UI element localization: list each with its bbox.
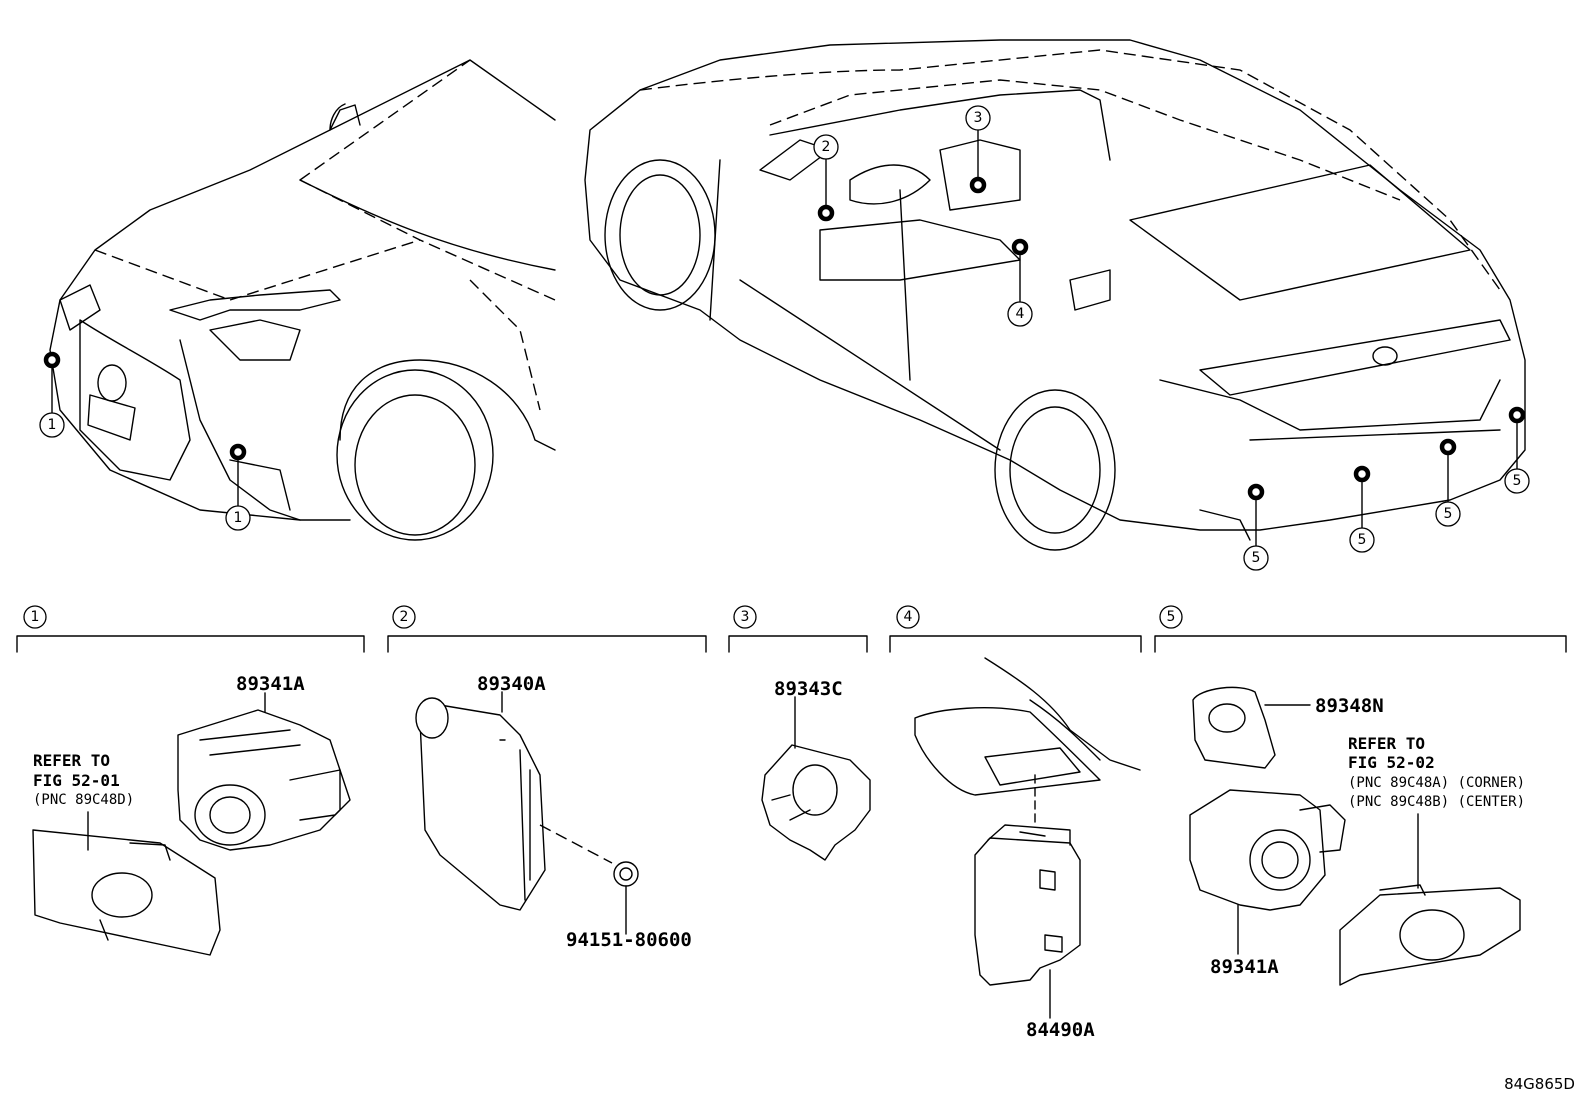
- clip-94151-80600: [613, 861, 639, 887]
- switch-89343C: [761, 744, 871, 861]
- callout-5c: 5: [1435, 501, 1461, 527]
- callout-5d: 5: [1504, 468, 1530, 494]
- svg-text:3: 3: [741, 609, 750, 625]
- location-marker-1b: [229, 443, 247, 461]
- location-marker-5b: [1353, 465, 1371, 483]
- svg-text:2: 2: [822, 139, 831, 155]
- callout-5b: 5: [1349, 527, 1375, 553]
- svg-text:2: 2: [400, 609, 409, 625]
- console-panel-4: [914, 657, 1141, 796]
- svg-text:4: 4: [904, 609, 913, 625]
- location-marker-1a: [43, 351, 61, 369]
- svg-text:4: 4: [1016, 306, 1025, 322]
- callout-5a: 5: [1243, 545, 1269, 571]
- refer-note-1-line-2: FIG 52-01: [33, 771, 120, 790]
- refer-note-5-line-3: (PNC 89C48A) (CORNER): [1348, 775, 1525, 791]
- location-marker-2: [817, 204, 835, 222]
- ultrasonic-sensor-5: [1189, 789, 1346, 911]
- section-header-4: 4: [889, 605, 1142, 653]
- location-marker-4: [1011, 238, 1029, 256]
- svg-text:1: 1: [234, 510, 243, 526]
- refer-note-1-line-1: REFER TO: [33, 751, 110, 770]
- location-marker-5d: [1508, 406, 1526, 424]
- sensor-bracket-5: [1339, 884, 1521, 986]
- section-header-3: 3: [728, 605, 868, 653]
- diagram-code: 84G865D: [1504, 1075, 1575, 1093]
- callout-1a: 1: [39, 412, 65, 438]
- part-number-94151-80600: 94151-80600: [566, 929, 692, 951]
- part-number-89340A: 89340A: [477, 673, 546, 695]
- svg-text:5: 5: [1444, 506, 1453, 522]
- svg-text:1: 1: [31, 609, 40, 625]
- part-number-84490A: 84490A: [1026, 1019, 1095, 1041]
- refer-note-5-line-4: (PNC 89C48B) (CENTER): [1348, 794, 1525, 810]
- svg-text:5: 5: [1167, 609, 1176, 625]
- section-header-1: 1: [16, 605, 365, 653]
- callout-1b: 1: [225, 505, 251, 531]
- svg-text:5: 5: [1358, 532, 1367, 548]
- location-marker-5a: [1247, 483, 1265, 501]
- svg-text:3: 3: [974, 110, 983, 126]
- control-module-2: [415, 697, 546, 911]
- front-car-illustration: [49, 59, 556, 541]
- part-number-89341A-1: 89341A: [236, 673, 305, 695]
- callout-3: 3: [965, 105, 991, 131]
- svg-text:5: 5: [1513, 473, 1522, 489]
- svg-text:1: 1: [48, 417, 57, 433]
- location-marker-5c: [1439, 438, 1457, 456]
- sensor-bracket-1: [32, 829, 221, 956]
- part-number-89348N: 89348N: [1315, 695, 1384, 717]
- ultrasonic-sensor-1: [177, 709, 351, 851]
- callout-4: 4: [1007, 301, 1033, 327]
- section-header-5: 5: [1154, 605, 1567, 653]
- refer-note-5-line-1: REFER TO: [1348, 734, 1425, 753]
- switch-84490A: [974, 824, 1081, 986]
- retainer-89348N: [1192, 686, 1276, 769]
- section-header-2: 2: [387, 605, 707, 653]
- location-marker-3: [969, 176, 987, 194]
- refer-note-5-line-2: FIG 52-02: [1348, 753, 1435, 772]
- svg-text:5: 5: [1252, 550, 1261, 566]
- rear-car-illustration: [584, 39, 1526, 551]
- part-number-89343C: 89343C: [774, 678, 843, 700]
- part-number-89341A-5: 89341A: [1210, 956, 1279, 978]
- callout-2: 2: [813, 134, 839, 160]
- refer-note-1-line-3: (PNC 89C48D): [33, 792, 134, 808]
